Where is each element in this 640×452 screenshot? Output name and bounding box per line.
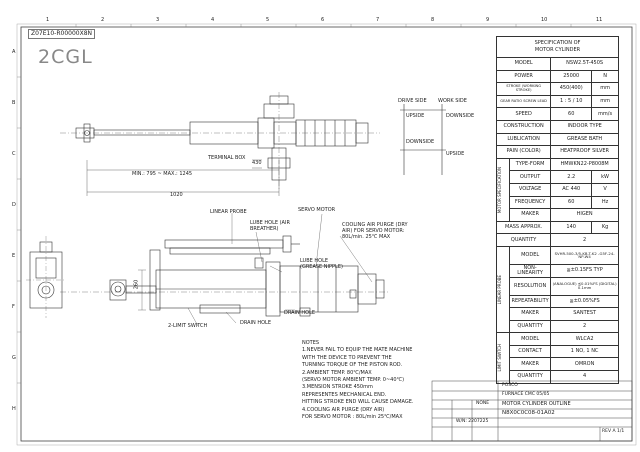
- border-frame: [20, 26, 633, 442]
- title-sheet: REV A 1/1: [602, 429, 625, 434]
- offset-dimension: 430: [252, 160, 262, 166]
- grid-number: 7: [376, 17, 380, 23]
- grid-letter: D: [12, 202, 16, 208]
- grid-number: 9: [486, 17, 490, 23]
- notes-line: WITH THE DEVICE TO PREVENT THE: [302, 354, 392, 361]
- title-project: FURNACE CMC 05/05: [502, 392, 550, 397]
- grid-number: 11: [596, 17, 603, 23]
- zone-ticks: [17, 24, 572, 384]
- company-logo: 2CGL: [38, 46, 93, 68]
- grid-letter: C: [12, 151, 16, 157]
- side-orientation: [400, 104, 446, 175]
- title-scale: NONE: [476, 401, 490, 406]
- notes-line: REPRESENTES MECHANICAL END.: [302, 391, 387, 398]
- cooling-air-label: COOLING AIR PURGE (DRY AIR) FOR SERVO MO…: [342, 222, 408, 240]
- spec-row: PAIN (COLOR)HEATPROOF SILVER: [495, 145, 619, 159]
- grid-letter: G: [12, 355, 16, 361]
- upside-right-label: UPSIDE: [446, 151, 465, 157]
- grid-number: 1: [46, 17, 50, 23]
- limit-switch-label: 2-LIMIT SWITCH: [168, 323, 208, 329]
- grid-letter: H: [12, 406, 16, 412]
- downside-left-label: DOWNSIDE: [406, 139, 435, 145]
- title-number: W/N: 2207225: [456, 419, 489, 424]
- upside-left-label: UPSIDE: [406, 113, 425, 119]
- downside-right-label: DOWNSIDE: [446, 113, 475, 119]
- lube-hole-breather-label: LUBE HOLE (AIR BREATHER): [250, 220, 290, 232]
- notes-line: TURNING TORQUE OF THE PISTON ROD.: [302, 362, 403, 369]
- notes-line: 2.AMBIENT TEMP. 80℃/MAX: [302, 369, 372, 376]
- title-client: POSCO: [502, 383, 518, 388]
- grid-letter: B: [12, 100, 16, 106]
- drain-hole-label: DRAIN HOLE: [240, 320, 271, 326]
- linear-probe-label: LINEAR PROBE: [210, 209, 247, 215]
- work-side-label: WORK SIDE: [438, 98, 467, 104]
- lube-hole-grease-label: LUBE HOLE (GREASE NIPPLE): [300, 258, 343, 270]
- front-view: [109, 235, 385, 317]
- terminal-box-label: TERMINAL BOX: [208, 155, 246, 161]
- servo-motor-label: SERVO MOTOR: [298, 207, 336, 213]
- notes-block: NOTES 1.NEVER FAIL TO EQUIP THE MATE MAC…: [302, 340, 413, 421]
- notes-line: HITTING STROKE END WILL CAUSE DAMAGE.: [302, 399, 414, 406]
- grid-number: 2: [101, 17, 105, 23]
- length-dimension: 1020: [170, 192, 183, 198]
- title-drawing-number: N8X0C0C08-01A02: [502, 410, 555, 416]
- spec-row: RESOLUTION(ANALOGUE) ≦0.01%FS (DIGITAL) …: [497, 276, 619, 296]
- dimension-lines: [86, 159, 280, 196]
- notes-line: (SERVO MOTOR AMBIENT TEMP. 0~40℃): [302, 377, 405, 384]
- notes-line: 3.MENSION STROKE 450mm: [302, 384, 373, 391]
- spec-row: REPEATABILITY≦±0.05%FS: [497, 294, 619, 309]
- drain-hole-label: DRAIN HOLE: [284, 310, 315, 316]
- outer-frame: [16, 23, 637, 446]
- end-view: [26, 236, 66, 318]
- stroke-range-label: MIN.: 795 ~ MAX.: 1245: [132, 171, 193, 177]
- drawing-number-header: Z07E10-R00000X8N: [28, 29, 96, 39]
- grid-number: 3: [156, 17, 160, 23]
- grid-number: 6: [321, 17, 325, 23]
- grid-number: 4: [211, 17, 215, 23]
- title-drawing-name: MOTOR CYLINDER OUTLINE: [502, 401, 571, 407]
- spec-row: STROKE (WORKING STROKE)450(400)mm: [495, 82, 619, 96]
- grid-letter: A: [12, 49, 16, 55]
- grid-number: 5: [266, 17, 270, 23]
- grid-letter: F: [12, 304, 15, 310]
- notes-line: FOR SERVO MOTOR : 80L/min 25℃/MAX: [302, 414, 403, 421]
- notes-line: 4.COOLING AIR PURGE (DRY AIR): [302, 406, 385, 413]
- grid-number: 8: [431, 17, 435, 23]
- grid-letter: E: [12, 253, 16, 259]
- height-dimension: 260: [133, 279, 140, 290]
- spec-row: NON-LINEARITY≦±0.15FS TYP: [497, 263, 619, 278]
- top-view: [75, 95, 369, 181]
- grid-number: 10: [541, 17, 548, 23]
- notes-line: 1.NEVER FAIL TO EQUIP THE MATE MACHINE: [302, 347, 413, 354]
- leader-lines: [138, 213, 373, 327]
- notes-line: NOTES: [302, 340, 320, 346]
- drive-side-label: DRIVE SIDE: [398, 98, 427, 104]
